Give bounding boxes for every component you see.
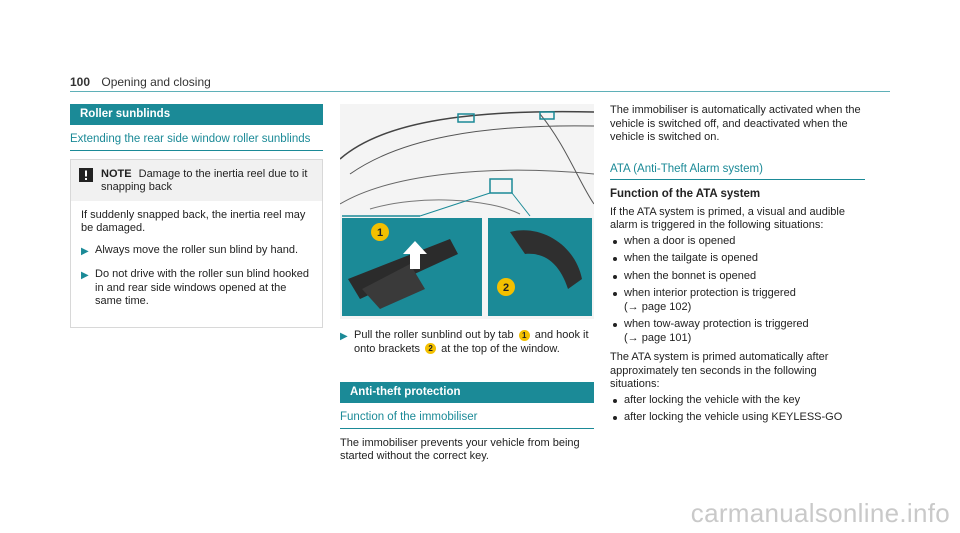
alarm-situations-list: when a door is opened when the tailgate … (610, 235, 865, 346)
arrow-up-icon (403, 241, 427, 269)
section-title-roller-sunblinds: Roller sunblinds (70, 104, 323, 125)
list-item: when interior protection is triggered (→… (610, 287, 865, 314)
step-arrow-icon: ▶ (340, 331, 348, 342)
list-item: when tow-away protection is triggered (→… (610, 318, 865, 345)
chapter-title: Opening and closing (101, 75, 211, 89)
step-text-part: and hook it onto brackets (354, 329, 589, 355)
note-title-text: Damage to the inertia reel due to it sna… (101, 167, 308, 194)
callout-badge-1 (371, 223, 389, 241)
function-text: If the ATA system is primed, a visual an… (610, 205, 845, 232)
subhead-ata: ATA (Anti-Theft Alarm system) (610, 163, 865, 180)
subhead-immobiliser: Function of the immobiliser (340, 411, 594, 429)
note-header: NOTE Damage to the inertia reel due to i… (71, 159, 322, 201)
step-text-part: Pull the roller sunblind out by tab (354, 329, 514, 341)
list-item: when a door is opened (610, 235, 865, 249)
bracket-marker (457, 113, 475, 123)
step-arrow-icon: ▶ (81, 270, 89, 281)
header-rule (70, 91, 890, 92)
sunblind-illustration: 1 2 (340, 104, 594, 319)
tab-marker (489, 178, 513, 194)
note-step: ▶ Do not drive with the roller sun blind… (81, 268, 312, 309)
watermark: carmanualsonline.info (690, 498, 950, 528)
step-arrow-icon: ▶ (81, 245, 89, 257)
page-reference-link[interactable]: (→ page 101) (624, 331, 692, 344)
immobiliser-text: The immobiliser prevents your vehicle fr… (340, 436, 580, 463)
instruction-step: ▶ Pull the roller sunblind out by tab 1 … (340, 329, 594, 356)
list-item: when the bonnet is opened (610, 270, 865, 284)
callout-1: 1 (377, 227, 383, 239)
immobiliser-activation-text: The immobiliser is automatically activat… (610, 104, 861, 143)
page-number: 100 (70, 75, 91, 89)
callout-2: 2 (503, 282, 509, 294)
list-item: after locking the vehicle using KEYLESS-… (610, 411, 865, 425)
page-header: 100 Opening and closing (70, 75, 211, 89)
column-left: Roller sunblinds Extending the rear side… (70, 104, 323, 328)
list-item: after locking the vehicle with the key (610, 394, 865, 408)
note-step: ▶ Always move the roller sun blind by ha… (81, 244, 312, 259)
note-body-text: If suddenly snapped back, the inertia re… (81, 208, 306, 235)
note-body: If suddenly snapped back, the inertia re… (71, 201, 322, 327)
bracket-badge-2: 2 (425, 343, 437, 355)
note-box: NOTE Damage to the inertia reel due to i… (70, 158, 323, 328)
exclamation-icon (79, 167, 95, 182)
step-text-part: at the top of the window. (441, 342, 560, 355)
column-right: The immobiliser is automatically activat… (610, 104, 865, 431)
subhead-extending-sunblinds: Extending the rear side window roller su… (70, 133, 323, 151)
sunblind-drawing: 1 2 (340, 104, 594, 319)
list-item: when the tailgate is opened (610, 252, 865, 266)
function-title: Function of the ATA system (610, 188, 761, 200)
callout-badge-2 (497, 278, 515, 296)
page-reference-link[interactable]: (→ page 102) (624, 300, 692, 313)
auto-prime-list: after locking the vehicle with the key a… (610, 394, 865, 425)
note-step-text: Do not drive with the roller sun blind h… (95, 268, 310, 307)
bracket-marker (539, 111, 555, 120)
note-step-text: Always move the roller sun blind by hand… (95, 243, 298, 256)
column-middle: 1 2 ▶ Pull the roller sunblind out by ta… (340, 104, 594, 470)
tab-badge-1: 1 (518, 329, 530, 341)
auto-prime-text: The ATA system is primed automatically a… (610, 351, 829, 390)
note-title: NOTE (101, 167, 132, 180)
section-title-anti-theft: Anti-theft protection (340, 382, 594, 403)
